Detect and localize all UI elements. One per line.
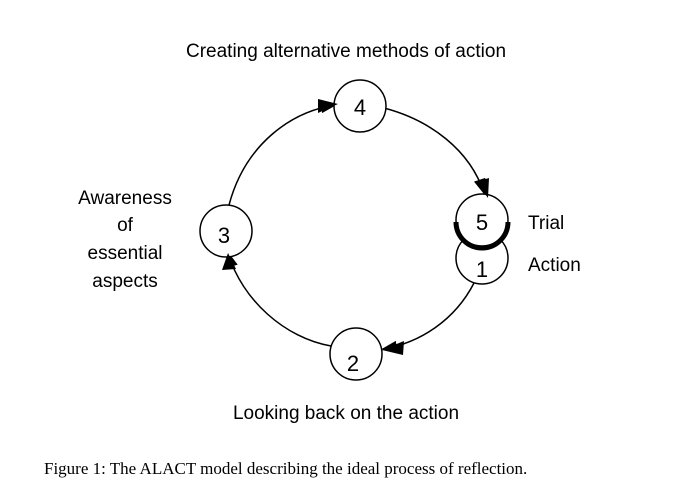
node-3: 3: [199, 204, 253, 258]
arrowhead-into-node-4: [318, 99, 338, 113]
node-2-number: 2: [347, 351, 359, 376]
phase-2-label: Looking back on the action: [232, 403, 460, 424]
phase-3-label-line: Awareness: [78, 188, 172, 209]
node-3-number: 3: [218, 223, 230, 248]
figure-caption: Figure 1: The ALACT model describing the…: [44, 459, 528, 478]
arrow-2-to-3: [226, 251, 332, 347]
arrowhead-into-node-2: [382, 341, 404, 355]
node-4-number: 4: [354, 95, 366, 120]
arrow-4-to-5: [383, 107, 486, 195]
node-1-number: 1: [476, 257, 488, 282]
node-4: 4: [333, 79, 387, 133]
node-2: 2: [329, 327, 383, 381]
arrowhead-into-node-3: [222, 253, 236, 270]
node-5: 5: [453, 193, 511, 251]
arrowhead-into-node-5: [476, 178, 489, 198]
phase-3-label-line: essential: [87, 243, 163, 264]
phase-3-label-line: aspects: [92, 271, 158, 292]
arrow-1-to-2: [381, 282, 475, 353]
phase-3-label-line: of: [117, 215, 133, 236]
phase-5-label: Trial: [528, 213, 565, 234]
node-5-number: 5: [476, 210, 488, 235]
phase-1-label: Action: [528, 255, 581, 276]
arrow-3-to-4: [228, 101, 337, 206]
phase-4-label: Creating alternative methods of action: [185, 41, 507, 62]
